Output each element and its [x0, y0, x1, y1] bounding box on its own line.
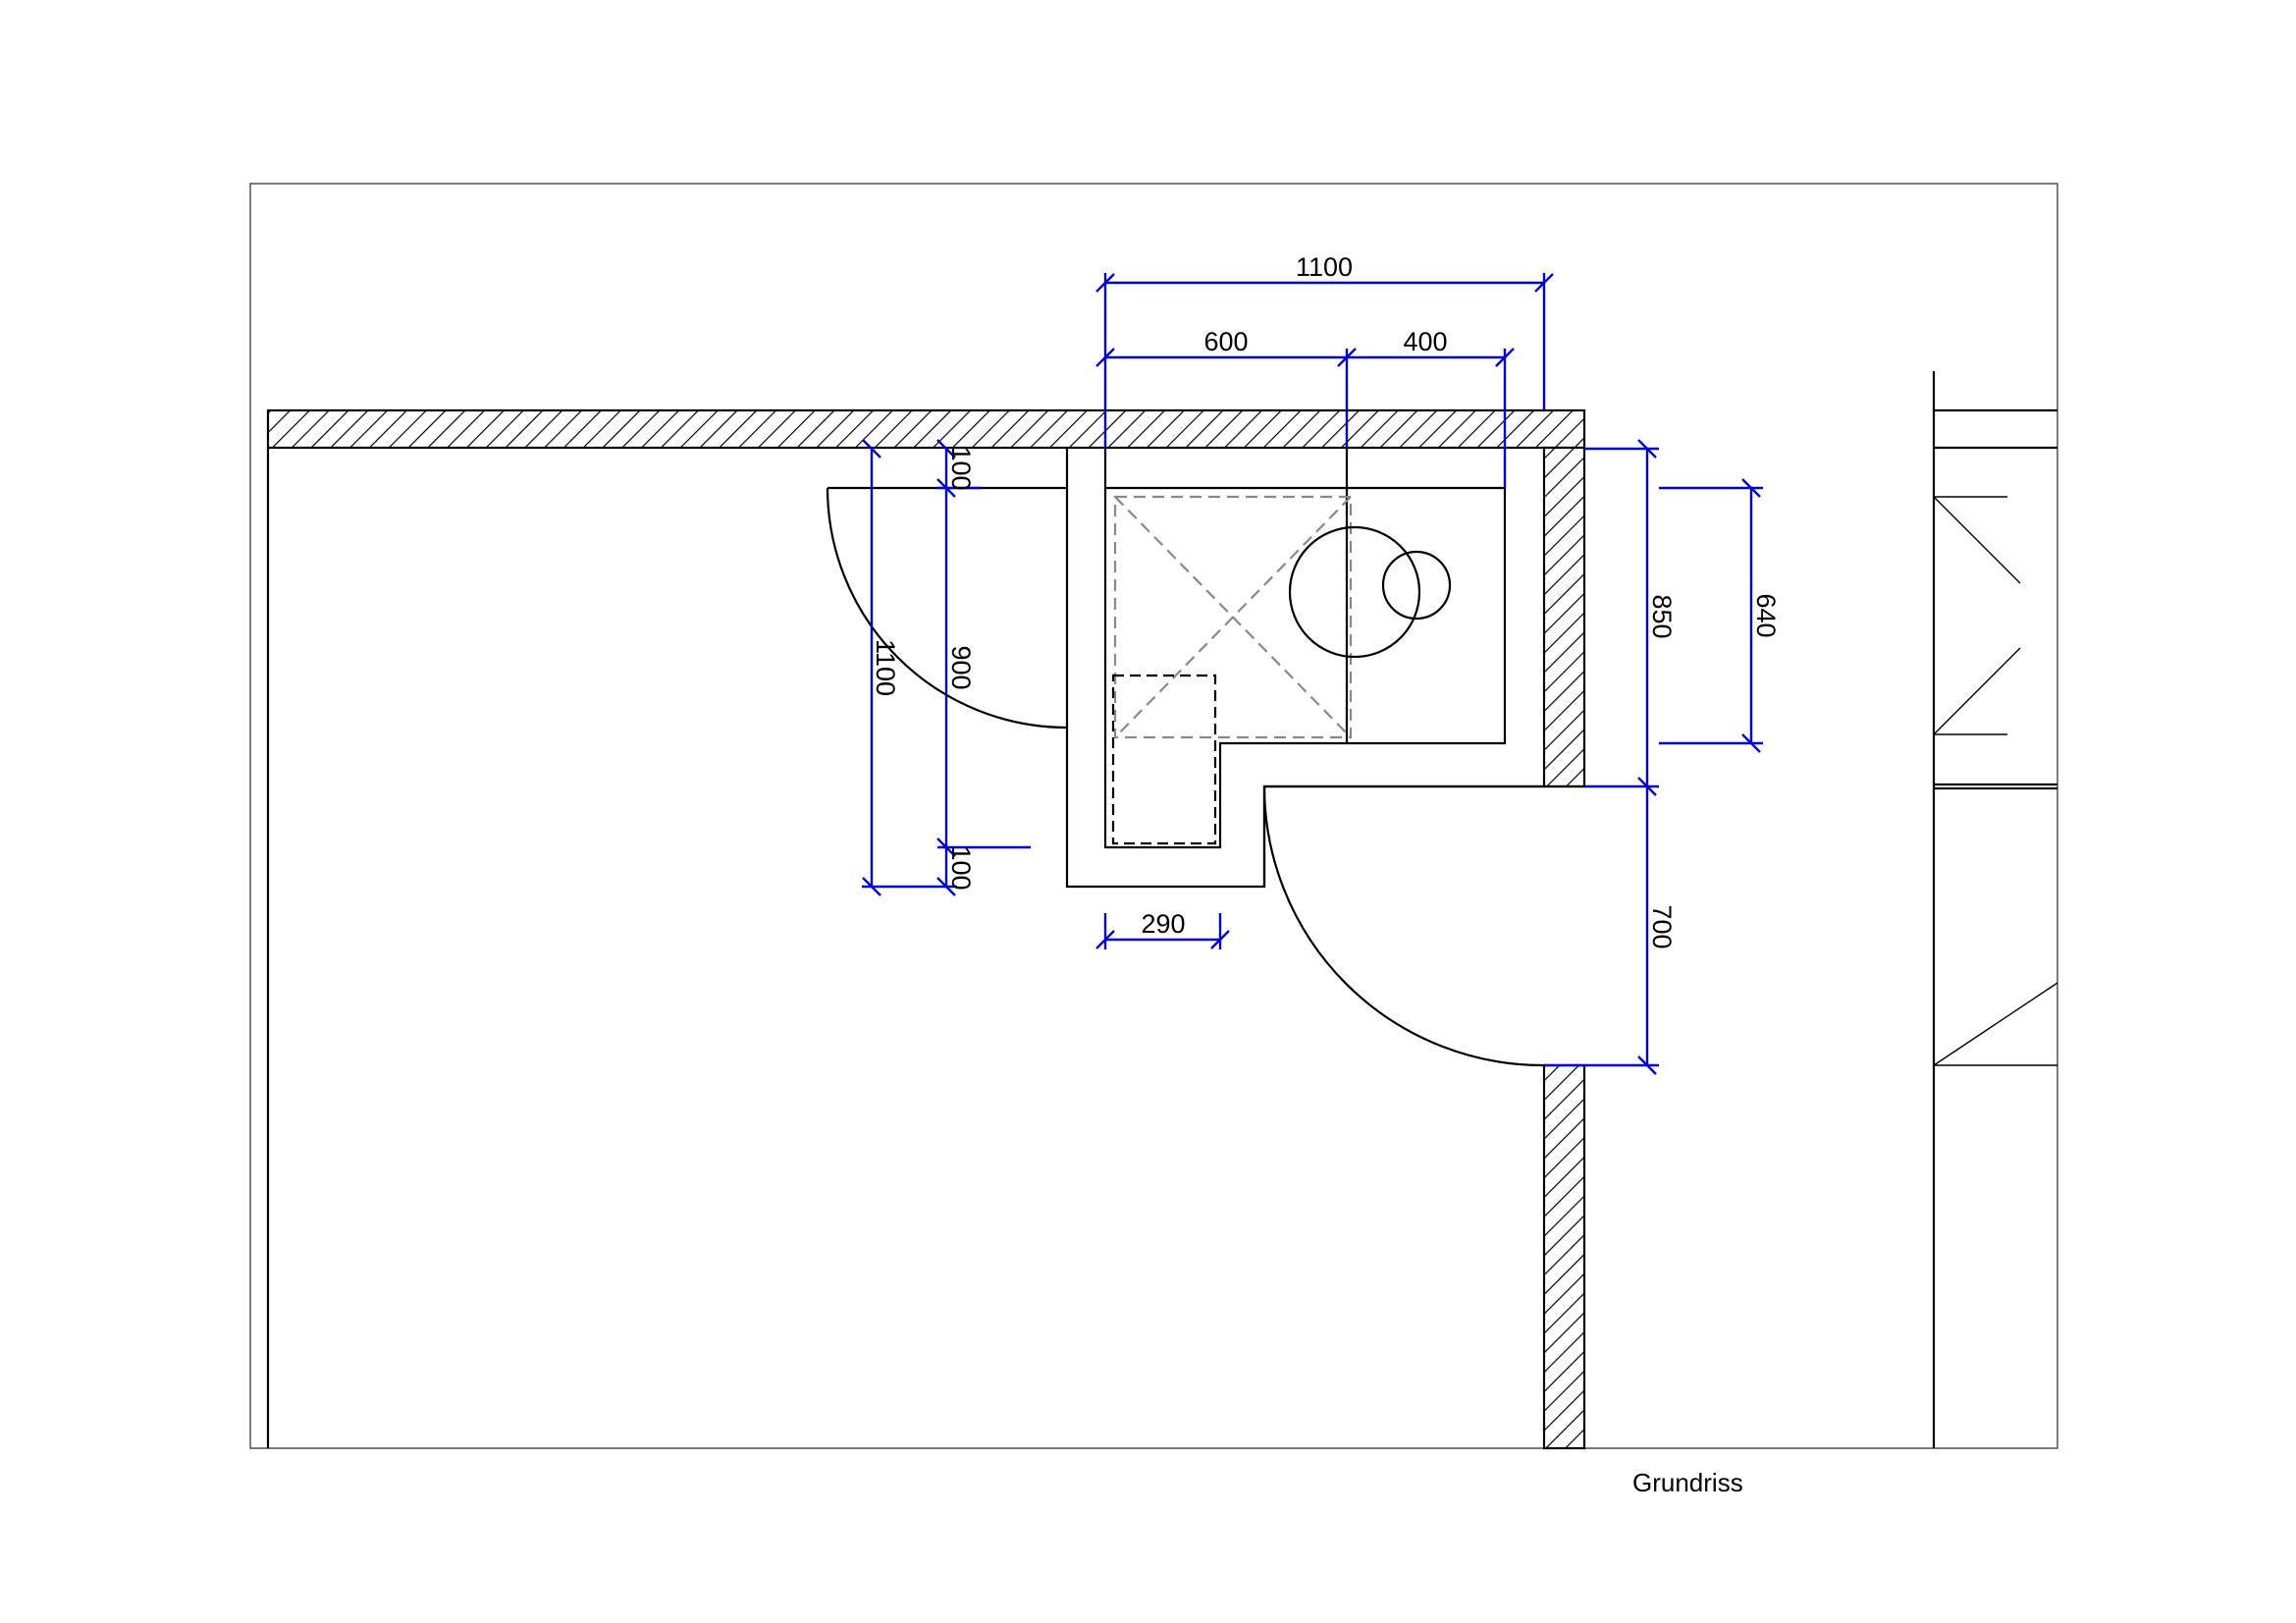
dim-top-sub-tick-right	[1495, 348, 1515, 367]
dim-top-right-label: 400	[1403, 327, 1447, 356]
sheet-frame	[249, 183, 2058, 1449]
dim-vert-inner-tick-3	[936, 838, 956, 857]
dim-right-inner-label: 640	[1751, 593, 1781, 637]
dim-vert-outer-tick-top	[862, 439, 881, 459]
right-wall-lower	[1542, 1063, 1586, 1450]
fixture-outline	[1065, 449, 1544, 889]
sink-small-circle	[1381, 550, 1452, 621]
dim-vert-inner-label: 900	[946, 645, 976, 689]
dim-right-door-tick-bottom	[1637, 1055, 1657, 1075]
dim-vert-outer-label: 1100	[871, 639, 900, 696]
dim-right-inner-tick-bottom	[1741, 733, 1761, 753]
right-structure-diag2	[1933, 647, 2021, 735]
top-wall	[266, 408, 1586, 450]
dim-top-sub-tick-left	[1095, 348, 1115, 367]
door-right-swing	[1262, 785, 1545, 1067]
dim-bottom-tick-left	[1095, 930, 1115, 949]
dim-vert-inner-tick-2	[936, 478, 956, 498]
dim-top-total-label: 1100	[1296, 252, 1353, 282]
dim-top-sub-tick-mid	[1337, 348, 1357, 367]
dim-vert-inner-tick-1	[936, 439, 956, 459]
dim-right-upper-label: 850	[1647, 594, 1677, 638]
dim-vert-inner-tick-4	[936, 877, 956, 896]
dim-right-door-label: 700	[1647, 904, 1677, 948]
dim-vert-bottom-gap-label: 100	[946, 845, 976, 890]
dim-top-left-label: 600	[1203, 327, 1248, 356]
drawing-caption: Grundriss	[1632, 1468, 1743, 1497]
right-structure-diag3	[1933, 982, 2058, 1066]
toilet-tank-hidden	[1111, 674, 1217, 845]
right-wall-upper	[1542, 446, 1586, 788]
right-structure-diag1	[1933, 496, 2021, 584]
dim-bottom-tick-right	[1210, 930, 1230, 949]
sink-large-circle	[1288, 525, 1421, 659]
dim-top-total-tick-right	[1534, 273, 1554, 293]
dim-vert-top-gap-label: 100	[946, 446, 976, 490]
dim-top-total-tick-left	[1095, 273, 1115, 293]
dim-bottom-label: 290	[1141, 909, 1185, 939]
door-left-swing	[826, 487, 1068, 730]
dim-vert-outer-tick-bottom	[862, 877, 881, 896]
shower-diagonal-2	[1114, 496, 1352, 738]
dim-right-inner-tick-top	[1741, 478, 1761, 498]
shower-tray-hidden	[1113, 495, 1353, 739]
dim-right-upper-tick-top	[1637, 439, 1657, 459]
